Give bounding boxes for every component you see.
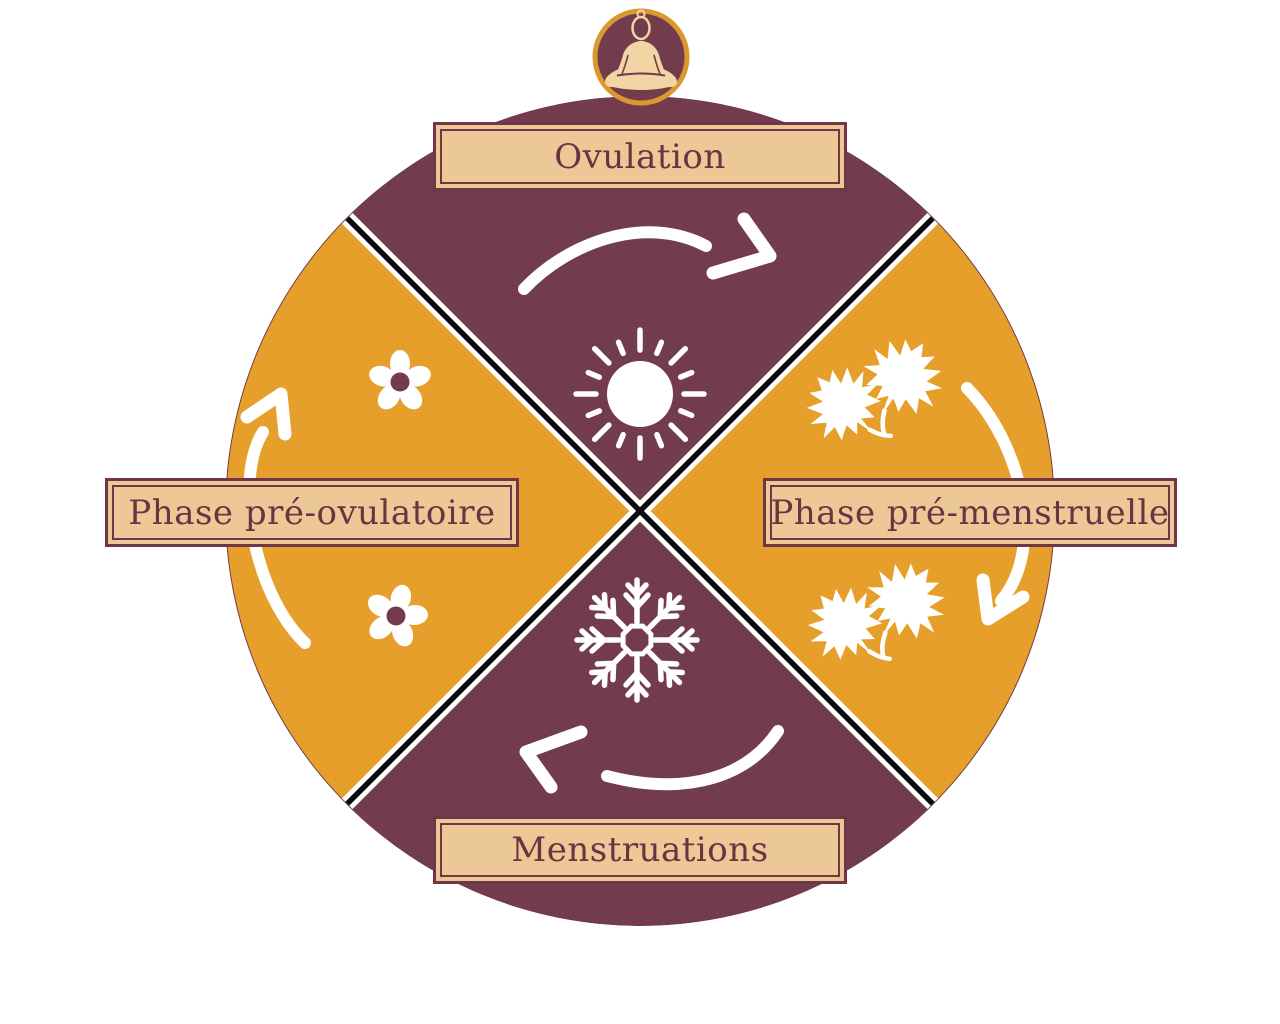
phase-label-ovulation-text: Ovulation: [440, 129, 840, 184]
phase-label-pre-menstruelle-text: Phase pré-menstruelle: [770, 485, 1170, 540]
phase-label-pre-menstruelle: Phase pré-menstruelle: [763, 478, 1177, 547]
phase-label-ovulation: Ovulation: [433, 122, 847, 191]
phase-label-menstruations: Menstruations: [433, 816, 847, 884]
arrow-bottom: [519, 725, 784, 794]
meditation-person-icon: [592, 8, 690, 106]
phase-label-pre-ovulatoire: Phase pré-ovulatoire: [105, 478, 519, 547]
snowflake-icon: [577, 580, 697, 700]
quadrant-dividers: [341, 212, 939, 810]
sun-icon: [576, 330, 704, 458]
phase-label-pre-ovulatoire-text: Phase pré-ovulatoire: [112, 485, 512, 540]
phase-label-menstruations-text: Menstruations: [440, 823, 840, 877]
arrow-top: [518, 212, 777, 295]
